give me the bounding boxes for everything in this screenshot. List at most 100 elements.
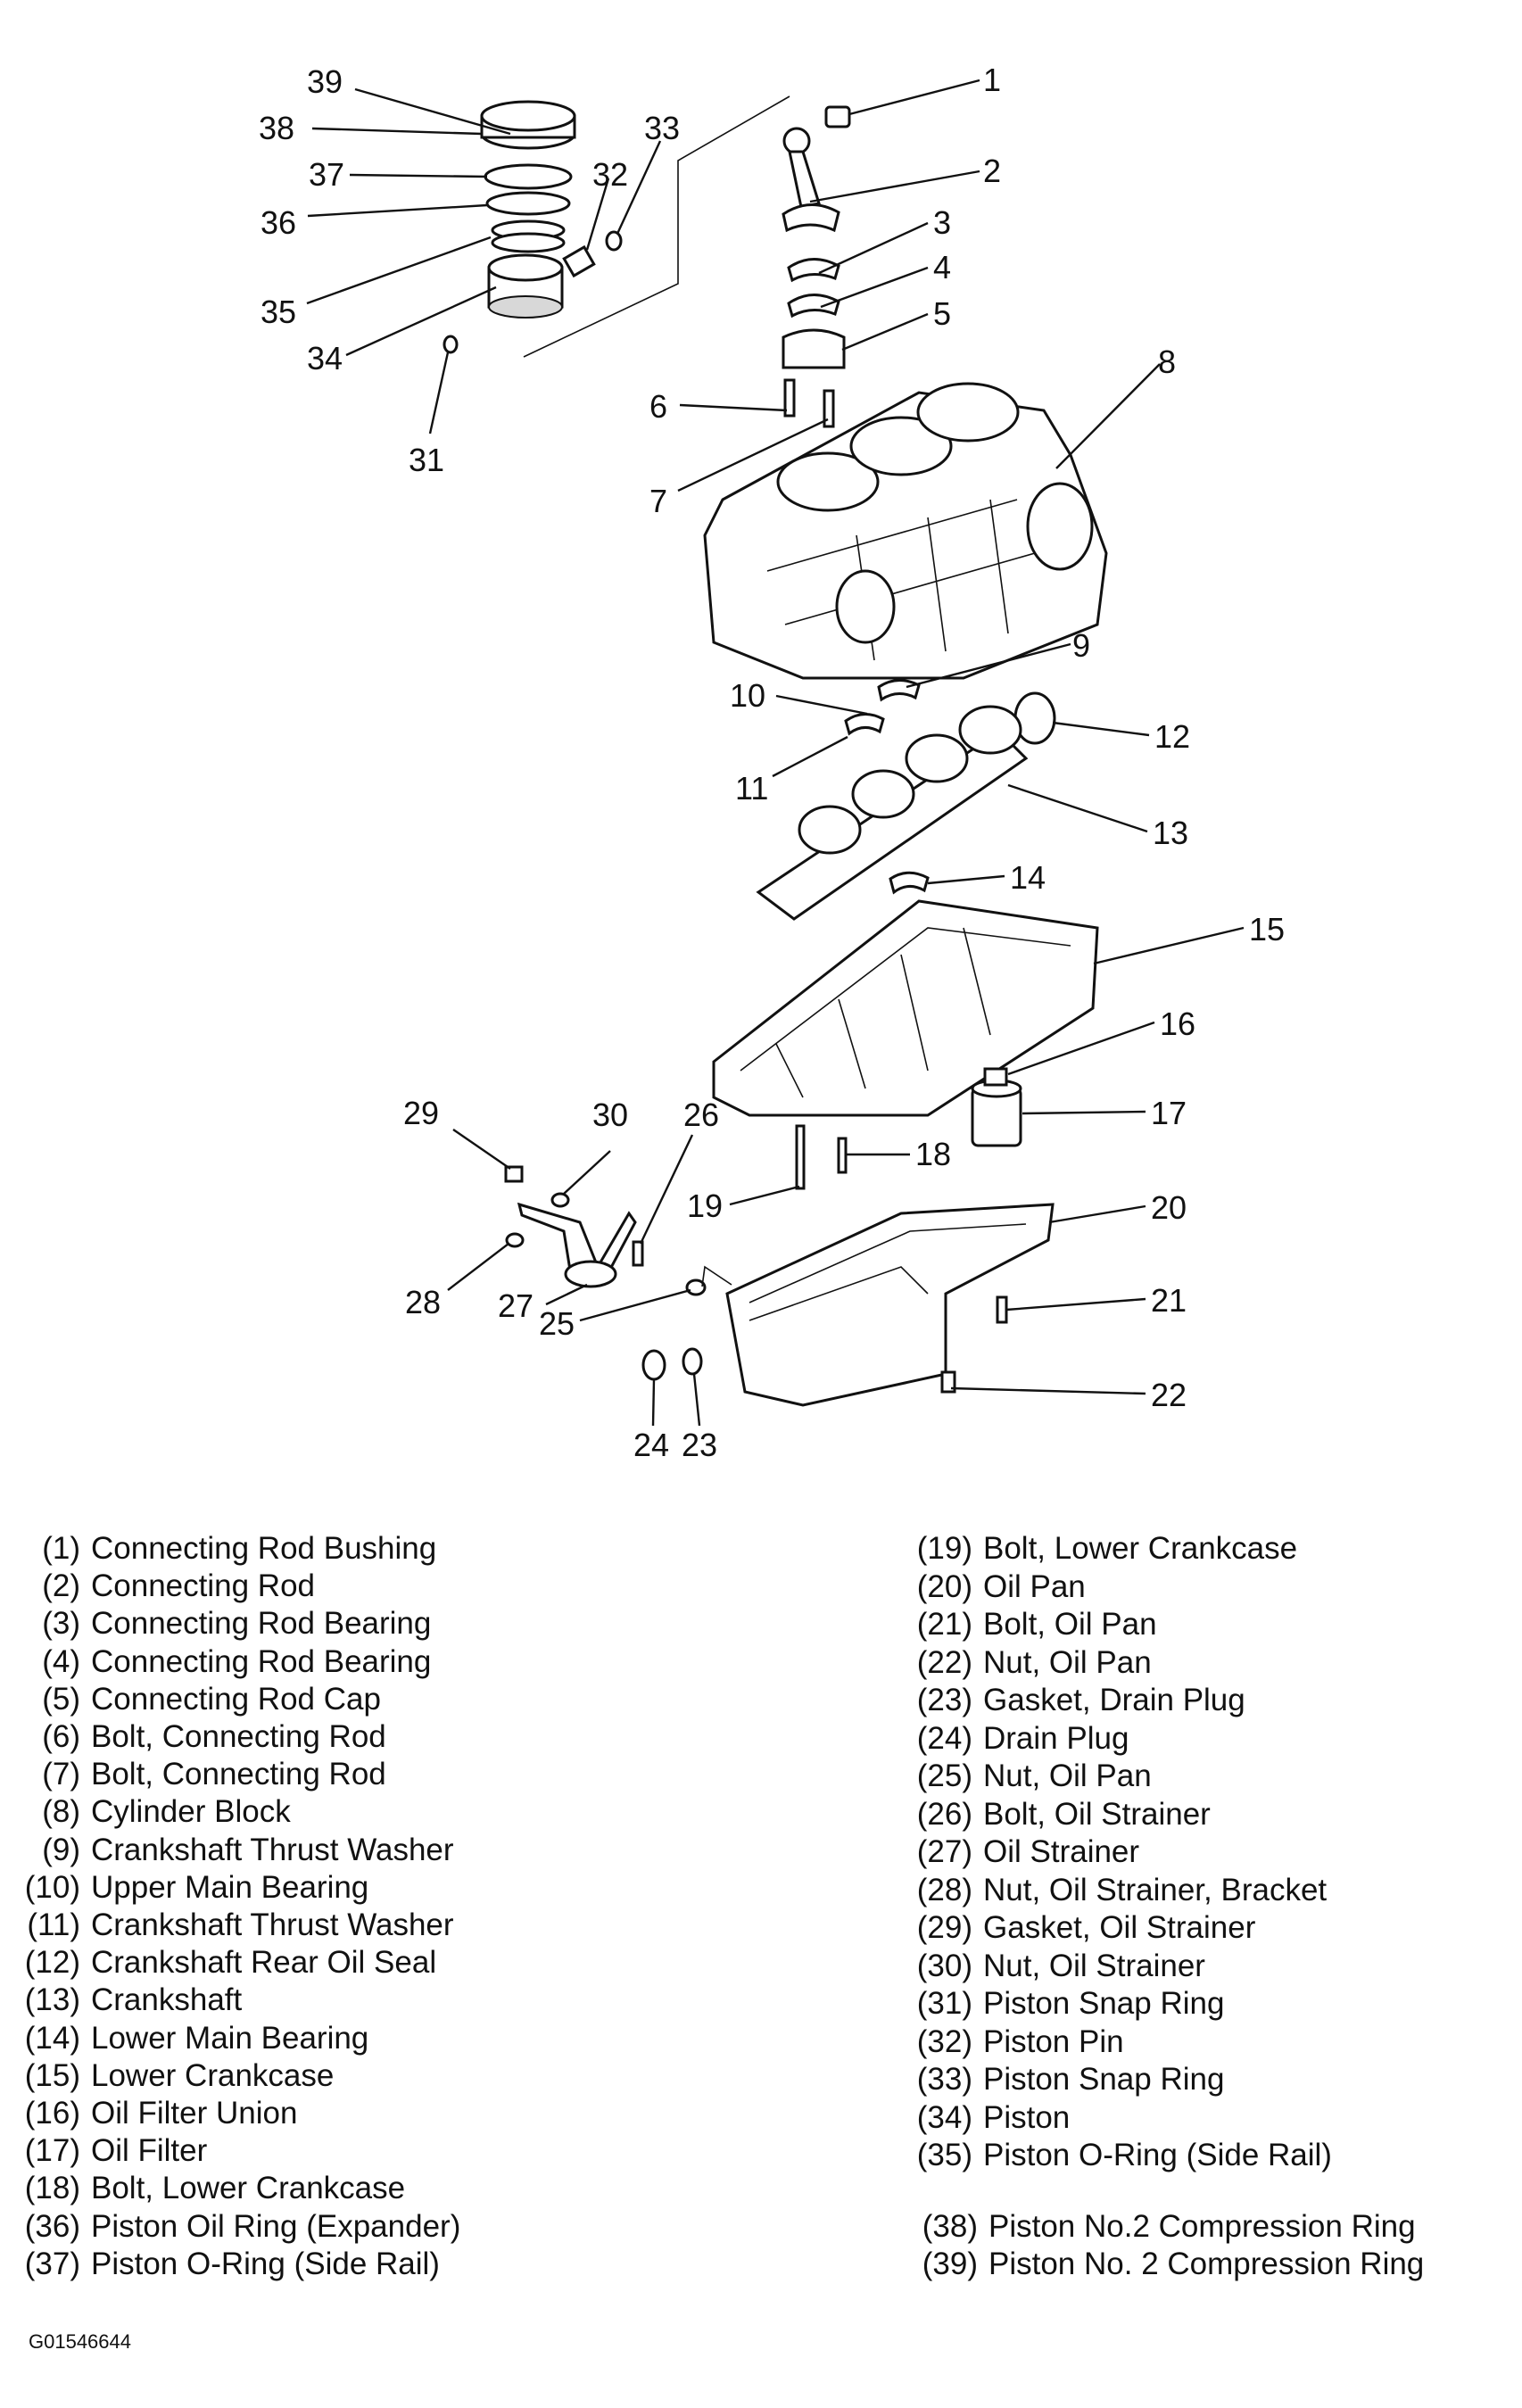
legend-item-label: Oil Filter Union xyxy=(91,2096,298,2131)
parts-legend: (1) Connecting Rod Bushing (2) Connecting R… xyxy=(0,1530,1522,2315)
legend-item-number: (11) xyxy=(27,1907,80,1942)
callout-5: 5 xyxy=(933,295,951,332)
legend-item-number: (12) xyxy=(24,1945,80,1981)
legend-item-number: (17) xyxy=(24,2133,80,2169)
piston-assembly xyxy=(443,95,790,358)
callout-33: 33 xyxy=(644,110,680,146)
legend-item-label: Drain Plug xyxy=(983,1720,1129,1756)
legend-item-label: Connecting Rod Bearing xyxy=(91,1643,432,1679)
legend-item-number: (16) xyxy=(24,2096,80,2131)
legend-item-label: Piston Pin xyxy=(983,2023,1124,2059)
legend-item-number: (3) xyxy=(42,1606,80,1642)
legend-item-label: Lower Crankcase xyxy=(91,2057,335,2093)
legend-item-label: Piston Snap Ring xyxy=(983,2062,1225,2097)
legend-item-number: (23) xyxy=(916,1683,972,1717)
leader-lines xyxy=(306,79,1245,1427)
legend-item-label: Nut, Oil Pan xyxy=(983,1758,1152,1793)
callout-37: 37 xyxy=(309,156,344,193)
legend-item-number: (24) xyxy=(916,1720,972,1756)
callout-11: 11 xyxy=(735,770,768,807)
callout-1: 1 xyxy=(983,62,1001,98)
legend-item-label: Connecting Rod Bushing xyxy=(91,1531,437,1566)
callout-8: 8 xyxy=(1158,343,1176,380)
legend-item-number: (13) xyxy=(24,1982,80,2018)
legend-item-label: Gasket, Drain Plug xyxy=(983,1683,1245,1717)
figure-id: G01546644 xyxy=(29,2330,131,2353)
legend-item-label: Bolt, Lower Crankcase xyxy=(91,2171,406,2206)
legend-item-number: (39) xyxy=(922,2247,978,2281)
callout-25: 25 xyxy=(539,1305,575,1342)
legend-item-number: (4) xyxy=(42,1643,80,1679)
callout-29: 29 xyxy=(403,1095,439,1131)
legend-item-label: Upper Main Bearing xyxy=(91,1869,369,1905)
callout-12: 12 xyxy=(1154,718,1190,755)
legend-item-number: (22) xyxy=(916,1644,972,1680)
callout-18: 18 xyxy=(915,1136,951,1172)
legend-item-number: (36) xyxy=(24,2209,80,2244)
callout-14: 14 xyxy=(1010,859,1046,896)
legend-item-label: Crankshaft Rear Oil Seal xyxy=(91,1945,437,1981)
callout-31: 31 xyxy=(409,442,444,478)
cylinder-block xyxy=(703,382,1108,680)
legend-item-label: Crankshaft xyxy=(91,1982,243,2018)
legend-item-number: (18) xyxy=(24,2171,80,2206)
callout-17: 17 xyxy=(1151,1095,1187,1131)
callout-32: 32 xyxy=(592,156,628,193)
callout-19: 19 xyxy=(687,1187,723,1224)
legend-item-number: (8) xyxy=(42,1794,80,1830)
callout-3: 3 xyxy=(933,204,951,241)
legend-item-number: (1) xyxy=(42,1531,80,1566)
legend-item-label: Piston xyxy=(983,2099,1071,2135)
callout-7: 7 xyxy=(649,483,667,519)
legend-item-number: (2) xyxy=(42,1568,80,1604)
legend-item-label: Oil Pan xyxy=(983,1568,1086,1604)
legend-item-number: (29) xyxy=(916,1910,972,1945)
connecting-rod xyxy=(782,105,851,428)
callout-15: 15 xyxy=(1249,911,1285,947)
callout-39: 39 xyxy=(307,63,343,100)
legend-item-label: Cylinder Block xyxy=(91,1794,291,1830)
callout-4: 4 xyxy=(933,249,951,285)
legend-item-number: (33) xyxy=(916,2062,972,2097)
callout-6: 6 xyxy=(649,388,667,425)
callout-30: 30 xyxy=(592,1096,628,1133)
legend-item-label: Nut, Oil Strainer, Bracket xyxy=(983,1872,1328,1907)
legend-item-label: Lower Main Bearing xyxy=(91,2020,369,2056)
callout-34: 34 xyxy=(307,340,343,377)
legend-item-label: Nut, Oil Pan xyxy=(983,1644,1152,1680)
callout-16: 16 xyxy=(1160,1005,1195,1042)
callout-36: 36 xyxy=(261,204,296,241)
legend-item-label: Piston O-Ring (Side Rail) xyxy=(91,2247,440,2281)
callout-labels: 1 2 3 4 5 6 7 8 9 10 11 12 13 14 15 16 1… xyxy=(259,62,1285,1463)
legend-item-label: Piston Oil Ring (Expander) xyxy=(91,2209,461,2244)
legend-item-number: (26) xyxy=(916,1796,972,1832)
callout-35: 35 xyxy=(261,294,296,330)
callout-13: 13 xyxy=(1153,815,1188,851)
legend-item-number: (37) xyxy=(24,2247,80,2281)
legend-item-label: Connecting Rod xyxy=(91,1568,315,1604)
callout-2: 2 xyxy=(983,153,1001,189)
callout-22: 22 xyxy=(1151,1377,1187,1413)
callout-27: 27 xyxy=(498,1287,534,1324)
legend-item-number: (7) xyxy=(42,1757,80,1792)
legend-item-number: (5) xyxy=(42,1681,80,1717)
oil-pan xyxy=(641,1203,1055,1407)
legend-item-label: Piston No. 2 Compression Ring xyxy=(988,2247,1425,2281)
callout-23: 23 xyxy=(682,1427,717,1463)
legend-item-label: Nut, Oil Strainer xyxy=(983,1948,1205,1983)
legend-item-number: (28) xyxy=(916,1872,972,1907)
legend-item-label: Crankshaft Thrust Washer xyxy=(91,1832,454,1867)
legend-item-number: (21) xyxy=(916,1607,972,1642)
crankshaft-assembly xyxy=(756,679,1056,921)
callout-20: 20 xyxy=(1151,1189,1187,1226)
legend-item-label: Crankshaft Thrust Washer xyxy=(91,1907,454,1942)
legend-item-label: Connecting Rod Bearing xyxy=(91,1606,432,1642)
legend-item-label: Bolt, Oil Pan xyxy=(983,1607,1157,1642)
oil-strainer xyxy=(504,1165,644,1288)
legend-item-label: Oil Strainer xyxy=(983,1834,1140,1869)
legend-item-number: (38) xyxy=(922,2209,978,2244)
callout-24: 24 xyxy=(633,1427,669,1463)
legend-item-number: (19) xyxy=(916,1531,972,1566)
legend-item-number: (14) xyxy=(24,2020,80,2056)
legend-item-number: (27) xyxy=(916,1834,972,1869)
